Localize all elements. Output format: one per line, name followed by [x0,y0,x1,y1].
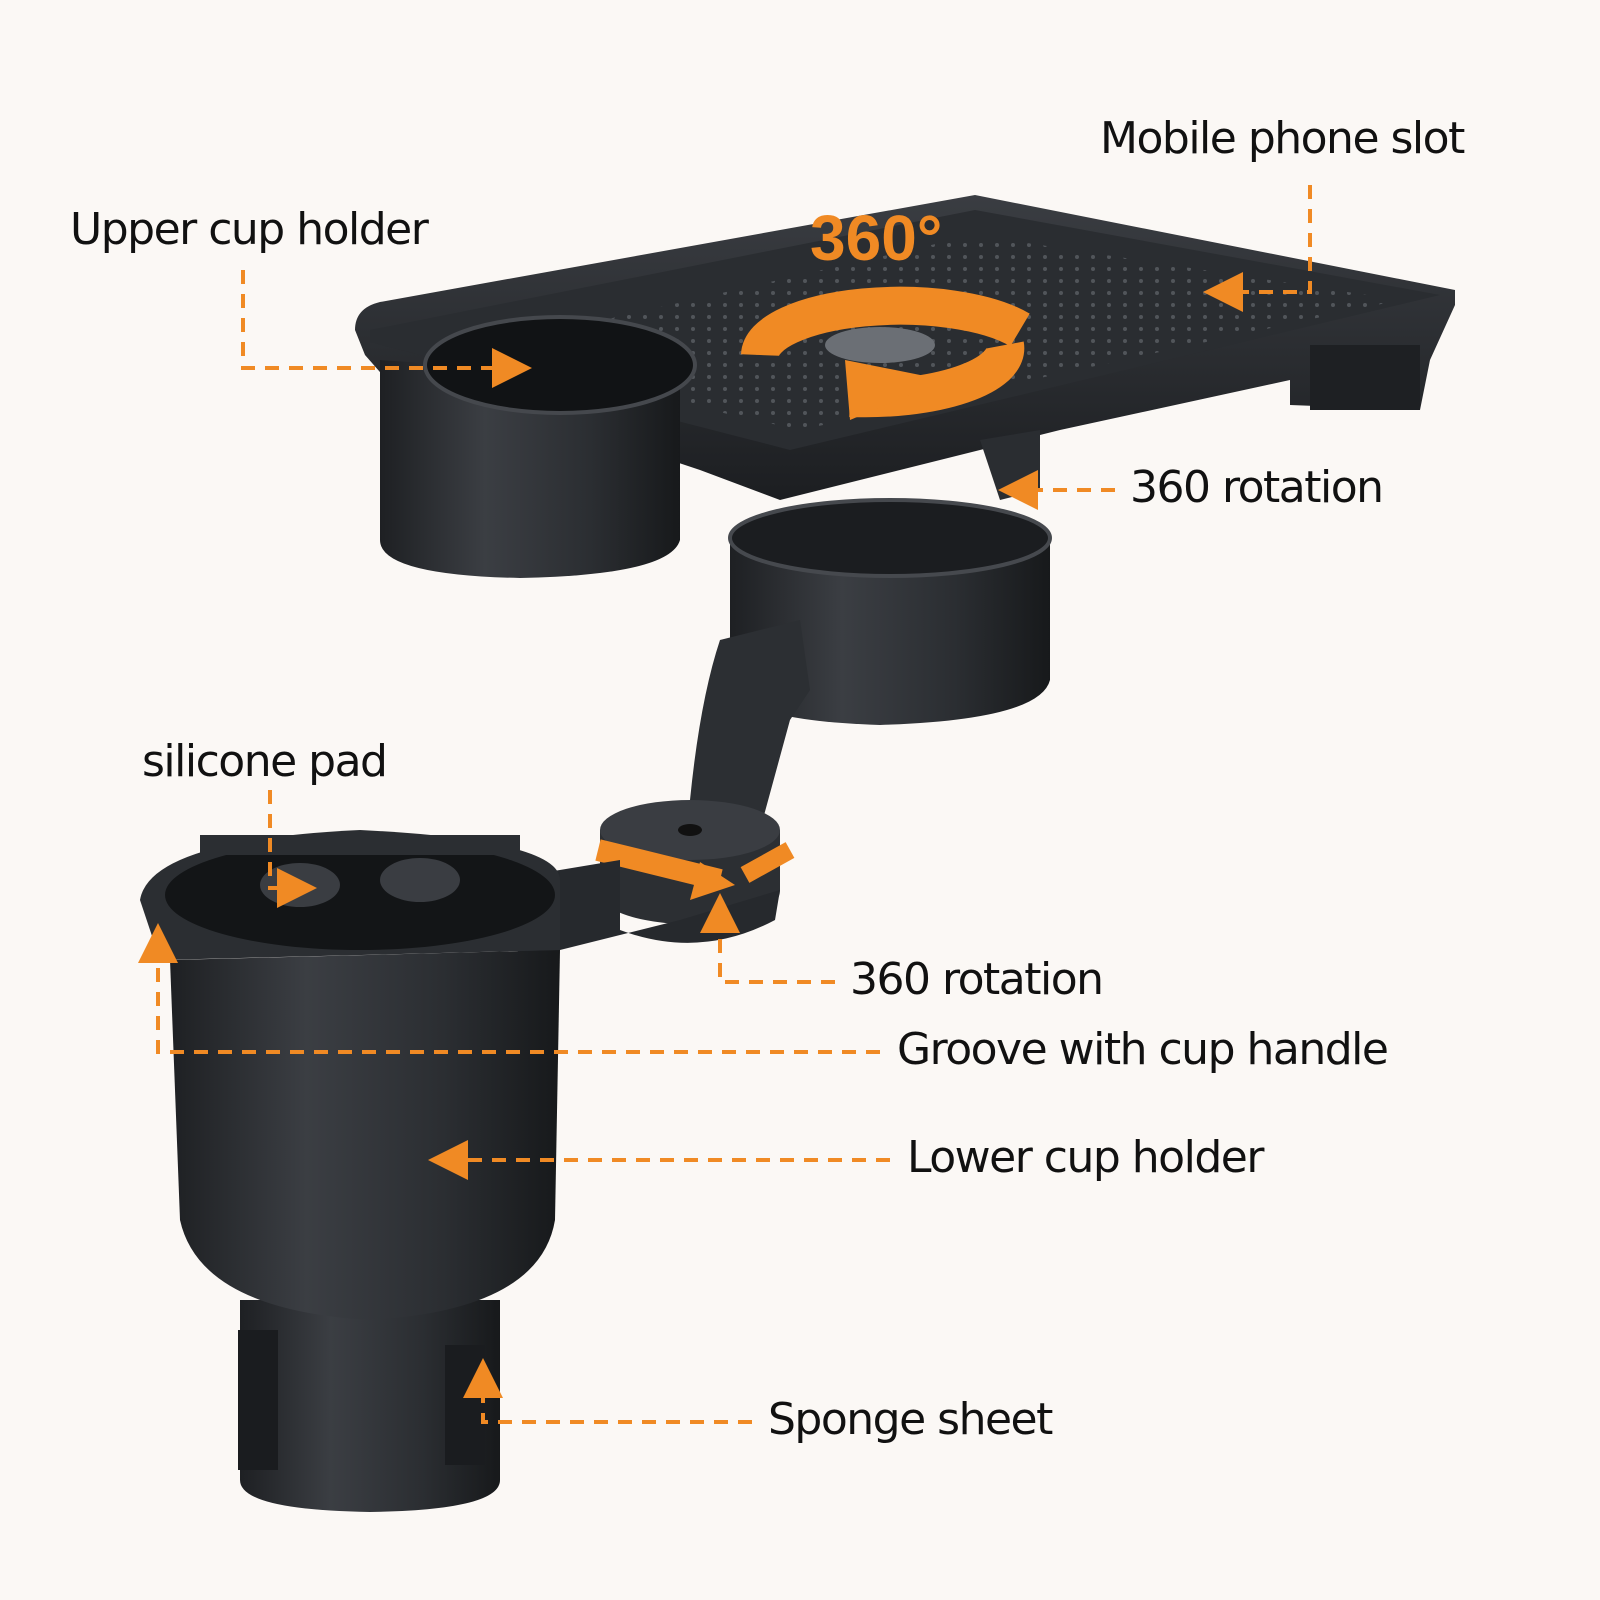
connector-arm [500,860,780,960]
callout-groove [138,923,880,1054]
callout-sponge-sheet [463,1358,752,1424]
label-groove-with-cup-handle: Groove with cup handle [897,1024,1389,1075]
label-rotation-top: 360 rotation [1130,462,1384,513]
callout-upper-cup-holder [241,270,532,388]
middle-cup-holder [690,498,1052,830]
rotation-arrow-circle [741,286,1030,420]
callout-lines [138,185,1312,1424]
label-upper-cup-holder: Upper cup holder [70,204,429,255]
lower-cup-holder [140,830,560,1512]
label-lower-cup-holder: Lower cup holder [907,1132,1264,1183]
label-sponge-sheet: Sponge sheet [768,1394,1053,1445]
swivel-joint [595,800,795,925]
label-mobile-phone-slot: Mobile phone slot [1100,113,1465,164]
label-rotation-joint: 360 rotation [850,954,1104,1005]
rotation-degrees-badge: 360° [810,202,943,274]
upper-cup-holder [380,315,697,578]
callout-mobile-phone-slot [1203,185,1312,312]
callout-silicone-pad [268,790,317,908]
label-silicone-pad: silicone pad [142,736,388,787]
